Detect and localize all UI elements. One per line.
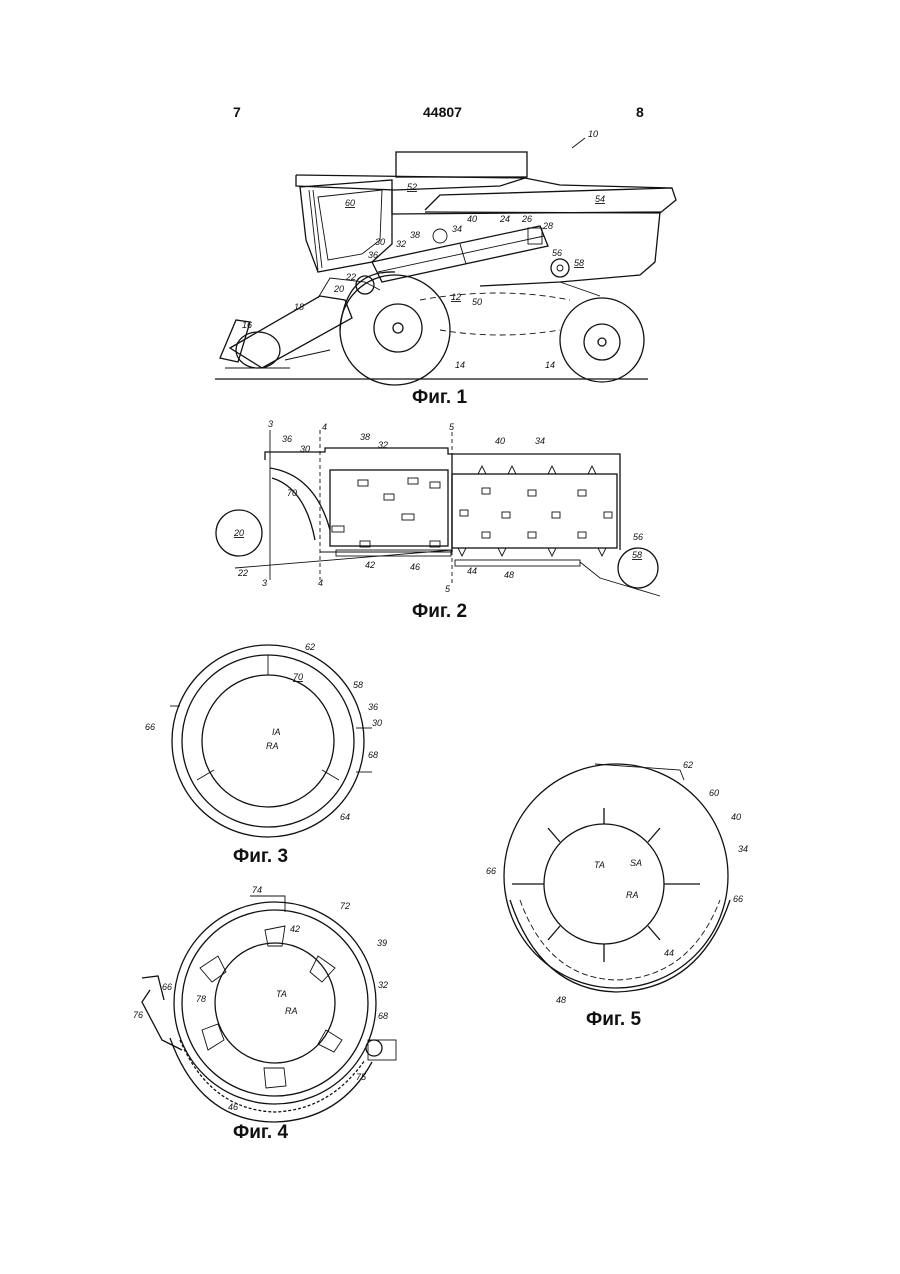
ref-label: 36 xyxy=(368,702,378,712)
ref-label: 68 xyxy=(368,750,378,760)
ref-label: 44 xyxy=(467,566,477,576)
figure-5-section-drawing xyxy=(504,764,730,992)
ref-label: 14 xyxy=(545,360,555,370)
ref-label: 38 xyxy=(360,432,370,442)
ref-label: 36 xyxy=(282,434,292,444)
figure-1-labels: 10 52 54 60 40 24 26 28 34 38 30 32 36 5… xyxy=(242,129,605,370)
ref-label: SA xyxy=(630,858,642,868)
ref-label: 56 xyxy=(552,248,562,258)
figure-5-labels: 62 60 40 34 TA SA RA 66 66 44 48 xyxy=(486,760,748,1005)
ref-label: 70 xyxy=(293,672,303,682)
ref-label: 40 xyxy=(731,812,741,822)
figure-1-combine-drawing xyxy=(215,138,676,385)
ref-label: 4 xyxy=(318,578,323,588)
ref-label: 38 xyxy=(410,230,420,240)
figure-2-labels: 3 36 30 38 32 4 5 40 34 70 20 56 58 22 3… xyxy=(233,419,643,594)
ref-label: 46 xyxy=(228,1102,238,1112)
ref-label: 32 xyxy=(378,440,388,450)
ref-label: 22 xyxy=(237,568,248,578)
ref-label: 44 xyxy=(664,948,674,958)
ref-label: 76 xyxy=(133,1010,143,1020)
ref-label: 32 xyxy=(378,980,388,990)
ref-label: RA xyxy=(266,741,279,751)
ref-label: 58 xyxy=(353,680,363,690)
ref-label: 74 xyxy=(252,885,262,895)
ref-label: 50 xyxy=(472,297,482,307)
ref-label: 4 xyxy=(322,422,327,432)
ref-label: TA xyxy=(594,860,605,870)
ref-label: 26 xyxy=(521,214,532,224)
figure-4-caption: Фиг. 4 xyxy=(233,1122,288,1144)
ref-label: 36 xyxy=(368,250,378,260)
ref-label: 16 xyxy=(242,320,252,330)
ref-label: 66 xyxy=(145,722,155,732)
ref-label: 68 xyxy=(378,1011,388,1021)
ref-label: IA xyxy=(272,727,281,737)
ref-label: 3 xyxy=(268,419,273,429)
ref-label: 28 xyxy=(542,221,553,231)
ref-label: 42 xyxy=(365,560,375,570)
ref-label: 30 xyxy=(300,444,310,454)
ref-label: 42 xyxy=(290,924,300,934)
ref-label: 20 xyxy=(333,284,344,294)
ref-label: 72 xyxy=(340,901,350,911)
ref-label: RA xyxy=(285,1006,298,1016)
ref-label: 12 xyxy=(451,292,461,302)
figure-2-caption: Фиг. 2 xyxy=(412,601,467,623)
ref-label: 39 xyxy=(377,938,387,948)
ref-label: RA xyxy=(626,890,639,900)
ref-label: 78 xyxy=(196,994,206,1004)
ref-label: 40 xyxy=(495,436,505,446)
figure-2-rotor-drawing xyxy=(216,430,660,596)
ref-label: 64 xyxy=(340,812,350,822)
ref-label: 32 xyxy=(396,239,406,249)
ref-label: 30 xyxy=(372,718,382,728)
ref-label: 54 xyxy=(595,194,605,204)
ref-label: 58 xyxy=(632,550,642,560)
ref-label: 22 xyxy=(345,272,356,282)
ref-label: 60 xyxy=(345,198,355,208)
ref-label: 3 xyxy=(262,578,267,588)
figure-3-caption: Фиг. 3 xyxy=(233,846,288,868)
ref-label: 66 xyxy=(486,866,496,876)
ref-label: 52 xyxy=(407,182,417,192)
ref-label: 60 xyxy=(709,788,719,798)
ref-label: 10 xyxy=(588,129,598,139)
ref-label: 62 xyxy=(683,760,693,770)
ref-label: 24 xyxy=(499,214,510,224)
ref-label: 34 xyxy=(738,844,748,854)
ref-label: 48 xyxy=(556,995,566,1005)
ref-label: 62 xyxy=(305,642,315,652)
ref-label: 30 xyxy=(375,237,385,247)
ref-label: 56 xyxy=(633,532,643,542)
figure-1-caption: Фиг. 1 xyxy=(412,387,467,409)
ref-label: 14 xyxy=(455,360,465,370)
ref-label: 40 xyxy=(467,214,477,224)
ref-label: 5 xyxy=(445,584,451,594)
ref-label: 5 xyxy=(449,422,455,432)
ref-label: 34 xyxy=(452,224,462,234)
ref-label: 18 xyxy=(294,302,304,312)
ref-label: 46 xyxy=(410,562,420,572)
figure-4-section-drawing xyxy=(142,896,396,1122)
ref-label: 75 xyxy=(356,1072,367,1082)
ref-label: 48 xyxy=(504,570,514,580)
ref-label: 20 xyxy=(233,528,244,538)
figure-3-labels: 62 70 58 36 30 66 IA RA 68 64 xyxy=(145,642,382,822)
ref-label: 70 xyxy=(287,488,297,498)
ref-label: 58 xyxy=(574,258,584,268)
figure-5-caption: Фиг. 5 xyxy=(586,1009,641,1031)
ref-label: 66 xyxy=(162,982,172,992)
ref-label: 66 xyxy=(733,894,743,904)
ref-label: TA xyxy=(276,989,287,999)
ref-label: 34 xyxy=(535,436,545,446)
